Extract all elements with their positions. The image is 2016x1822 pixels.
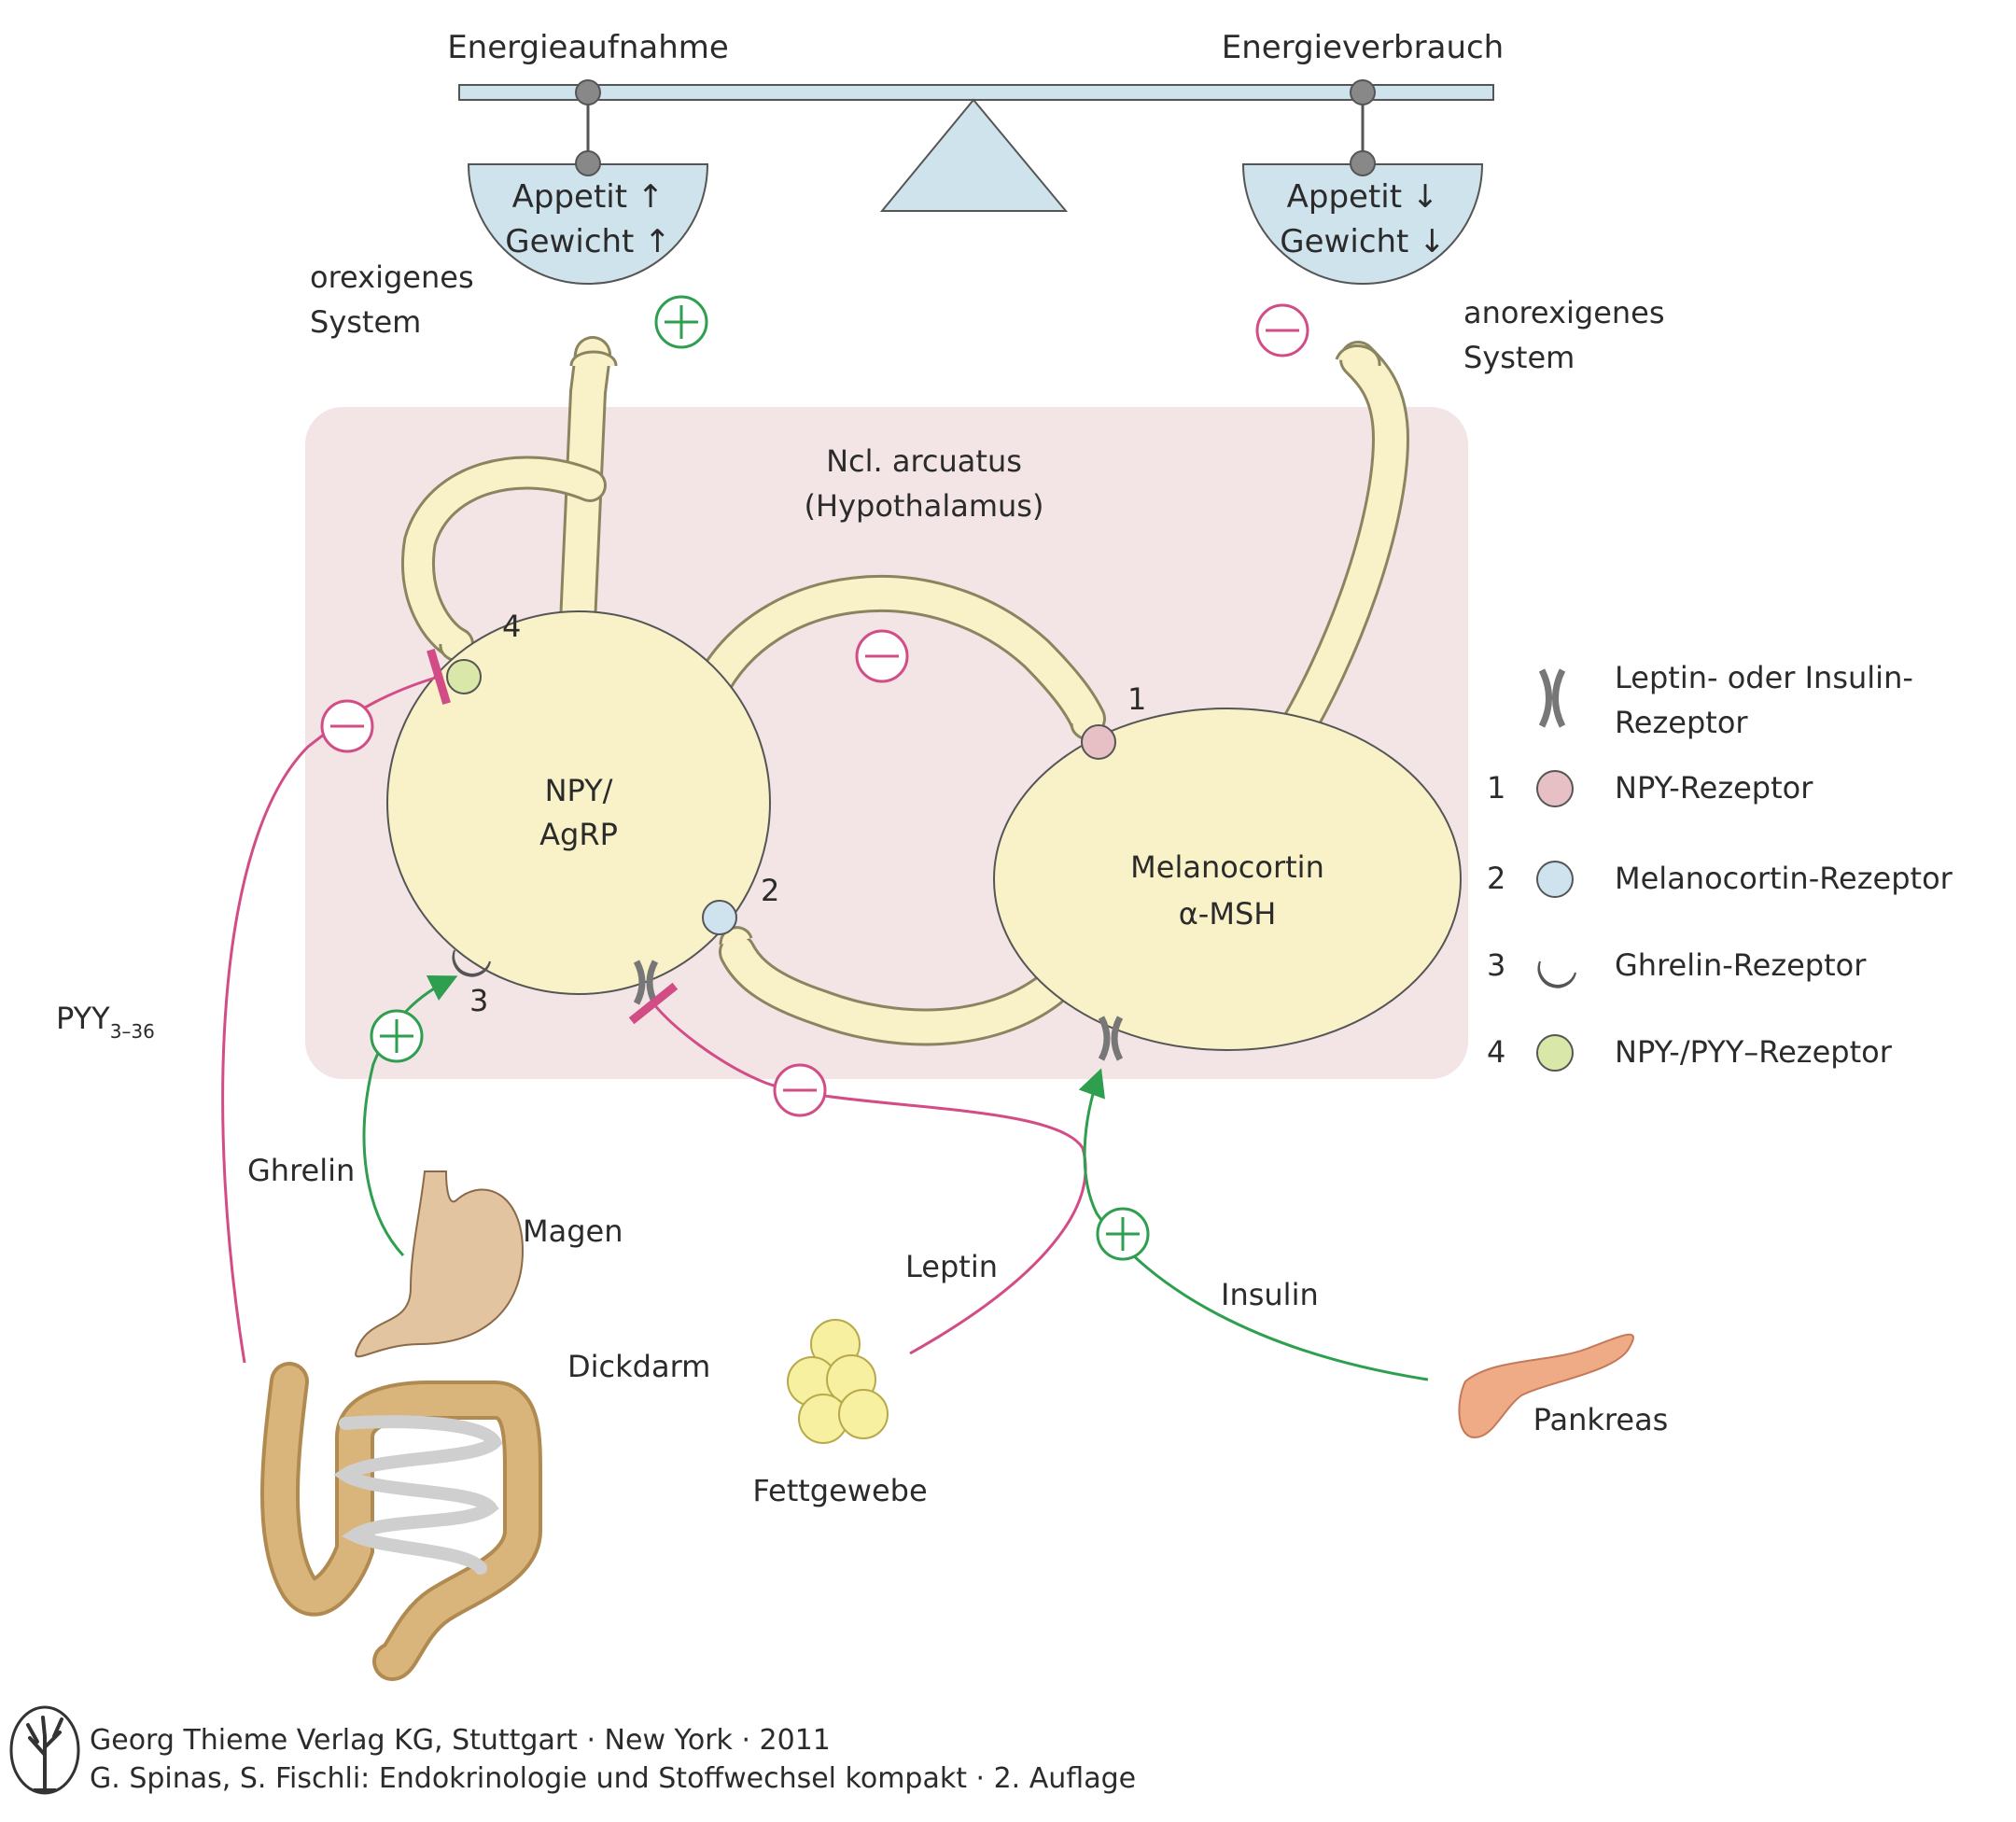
npy-agrp-neuron xyxy=(386,610,771,995)
left-pan xyxy=(467,163,709,285)
legend-item-2: 2 Melanocortin-Rezeptor xyxy=(1487,861,1953,898)
left-pan-line1: Appetit ↑ xyxy=(512,178,665,216)
legend-item-channel: Leptin- oder Insulin- Rezeptor xyxy=(1538,660,1913,740)
npy-label-2: AgRP xyxy=(539,817,618,852)
legend-item-1: 1 NPY-Rezeptor xyxy=(1487,770,1813,807)
receptor-number-4: 4 xyxy=(502,609,521,644)
region-title-2: (Hypothalamus) xyxy=(805,488,1044,524)
footer-line-1: Georg Thieme Verlag KG, Stuttgart · New … xyxy=(90,1724,831,1757)
right-pan xyxy=(1241,163,1484,285)
melanocortin-label-2: α-MSH xyxy=(1179,896,1277,932)
pyy-label: PYY3–36 xyxy=(56,1001,155,1043)
minus-sign-pyy xyxy=(320,699,374,753)
legend-item-4: 4 NPY-/PYY–Rezeptor xyxy=(1487,1034,1893,1072)
fettgewebe-label: Fettgewebe xyxy=(752,1473,927,1508)
melanocortin-neuron xyxy=(993,708,1462,1051)
orexigenic-label-2: System xyxy=(310,304,421,340)
leptin-label: Leptin xyxy=(905,1249,998,1284)
axons xyxy=(401,336,1410,1046)
legend-swatch-1 xyxy=(1536,770,1574,807)
receptor-leptin-insulin-mc xyxy=(1098,1016,1124,1061)
pivot-left xyxy=(575,79,601,105)
legend-label-2: Melanocortin-Rezeptor xyxy=(1615,861,1953,896)
pancreas-illustration xyxy=(1458,1333,1634,1439)
minus-sign-leptin xyxy=(773,1063,827,1117)
legend-label-channel-2: Rezeptor xyxy=(1615,705,1748,740)
npy-label-1: NPY/ xyxy=(545,773,613,808)
ghrelin-label: Ghrelin xyxy=(247,1153,355,1188)
energy-balance-scale xyxy=(458,79,1494,285)
receptor-3-ghrelin xyxy=(452,949,491,977)
legend-number-4: 4 xyxy=(1487,1034,1505,1070)
anorexigenic-label-2: System xyxy=(1463,340,1575,375)
legend-symbol-channel xyxy=(1538,668,1552,728)
colon-illustration xyxy=(260,1362,542,1681)
legend-swatch-2 xyxy=(1536,861,1574,898)
receptor-2-melanocortin xyxy=(702,900,737,935)
legend-label-4: NPY-/PYY–Rezeptor xyxy=(1615,1034,1893,1070)
tree-logo xyxy=(9,1705,80,1795)
receptor-1-npy xyxy=(1081,724,1116,760)
legend-number-3: 3 xyxy=(1487,947,1505,983)
legend-label-channel-1: Leptin- oder Insulin- xyxy=(1615,660,1913,695)
footer-line-2: G. Spinas, S. Fischli: Endokrinologie un… xyxy=(90,1762,1136,1795)
legend-item-3: 3 Ghrelin-Rezeptor xyxy=(1487,947,1867,988)
legend-label-1: NPY-Rezeptor xyxy=(1615,770,1813,806)
magen-label: Magen xyxy=(523,1213,623,1249)
receptor-4-npy-pyy xyxy=(446,659,482,694)
receptor-number-2: 2 xyxy=(761,873,779,908)
legend: Leptin- oder Insulin- Rezeptor 1 NPY-Rez… xyxy=(1487,660,1953,1072)
legend-label-3: Ghrelin-Rezeptor xyxy=(1615,947,1867,983)
minus-sign-anorexigenic xyxy=(1255,303,1309,357)
legend-swatch-4 xyxy=(1536,1034,1574,1072)
legend-swatch-3 xyxy=(1537,960,1576,988)
title-energy-intake: Energieaufnahme xyxy=(447,29,729,66)
legend-number-1: 1 xyxy=(1487,770,1505,806)
pivot-right xyxy=(1350,79,1376,105)
orexigenic-label-1: orexigenes xyxy=(310,259,474,295)
plus-sign-ghrelin xyxy=(370,1009,424,1063)
region-title-1: Ncl. arcuatus xyxy=(826,443,1022,479)
stomach-illustration xyxy=(355,1170,525,1358)
title-energy-expenditure: Energieverbrauch xyxy=(1222,29,1504,66)
receptor-number-3: 3 xyxy=(469,983,488,1018)
receptor-number-1: 1 xyxy=(1127,681,1146,717)
plus-sign-orexigenic xyxy=(654,295,708,349)
legend-number-2: 2 xyxy=(1487,861,1505,896)
left-pan-line2: Gewicht ↑ xyxy=(505,223,670,260)
anorexigenic-label-1: anorexigenes xyxy=(1463,295,1665,330)
insulin-label: Insulin xyxy=(1221,1277,1319,1312)
right-pan-line2: Gewicht ↓ xyxy=(1280,223,1445,260)
plus-sign-insulin xyxy=(1096,1207,1150,1261)
pankreas-label: Pankreas xyxy=(1533,1402,1669,1437)
fat-tissue-illustration xyxy=(787,1319,889,1444)
scale-fulcrum xyxy=(879,98,1069,212)
right-pan-line1: Appetit ↓ xyxy=(1287,178,1439,216)
minus-sign-npy-to-mc xyxy=(855,629,909,683)
dickdarm-label: Dickdarm xyxy=(567,1349,710,1384)
melanocortin-label-1: Melanocortin xyxy=(1130,849,1324,885)
